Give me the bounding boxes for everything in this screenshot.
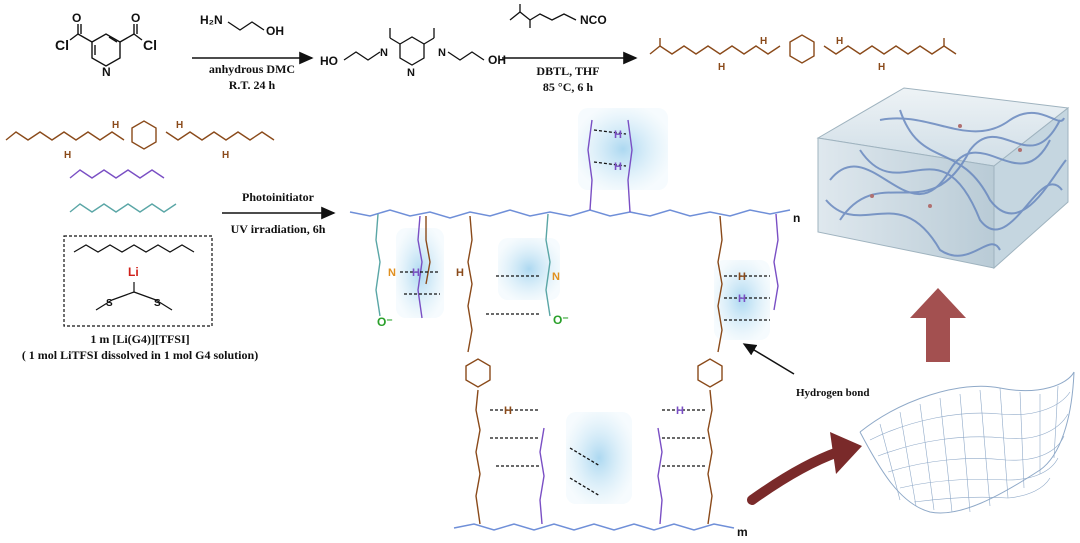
svg-text:N: N [407, 67, 415, 79]
svg-text:H₂N: H₂N [200, 13, 223, 27]
svg-text:O⁻: O⁻ [553, 313, 569, 327]
hbond-glow-regions [396, 108, 770, 504]
zwitterion-side-chains [375, 213, 551, 317]
svg-text:H: H [878, 62, 885, 73]
acrylate-monomer [69, 169, 165, 179]
svg-text:H: H [836, 36, 843, 47]
svg-text:H: H [176, 120, 183, 131]
dichloride-molecule [69, 24, 143, 67]
svg-text:Cl: Cl [55, 37, 69, 53]
svg-text:OH: OH [266, 24, 284, 38]
crosslinker-repeat [5, 120, 275, 150]
li-label: Li [128, 265, 139, 279]
condition-2-top: DBTL, THF [536, 64, 599, 78]
svg-text:Cl: Cl [143, 37, 157, 53]
svg-text:S: S [154, 298, 161, 309]
svg-text:H: H [64, 150, 71, 161]
svg-text:H: H [504, 405, 512, 417]
crosslinker-strands [425, 215, 723, 525]
hbond-label: Hydrogen bond [796, 387, 869, 399]
electrolyte-label-2: ( 1 mol LiTFSI dissolved in 1 mol G4 sol… [22, 348, 258, 362]
svg-text:S: S [106, 298, 113, 309]
svg-text:H: H [614, 129, 622, 141]
condition-2-bottom: 85 °C, 6 h [543, 80, 593, 94]
svg-text:N: N [380, 47, 388, 59]
svg-text:H: H [760, 36, 767, 47]
mesh-illustration [859, 371, 1075, 514]
zwitterion-monomer [69, 203, 177, 213]
up-arrow [910, 288, 966, 362]
svg-text:H: H [614, 161, 622, 173]
hydrogen-bonds [400, 129, 770, 497]
backbone-top [349, 209, 791, 219]
svg-text:N: N [552, 271, 560, 283]
diol-intermediate [343, 28, 485, 66]
svg-text:H: H [738, 293, 746, 305]
hbond-pointer [742, 343, 795, 375]
svg-text:H: H [738, 271, 746, 283]
svg-text:O⁻: O⁻ [377, 315, 393, 329]
isocyanate-structure [509, 4, 577, 28]
subscript-m: m [737, 525, 748, 539]
backbone-bottom [453, 523, 735, 531]
svg-text:H: H [676, 405, 684, 417]
svg-text:H: H [412, 267, 420, 279]
tfsi-structure [95, 282, 173, 311]
crosslinker-product [649, 34, 957, 64]
peg-side-chains [417, 119, 779, 525]
nco-label: NCO [580, 13, 607, 27]
subscript-n: n [793, 211, 800, 225]
electrolyte-box [63, 235, 213, 327]
photoinitiator-label: Photoinitiator [242, 190, 315, 204]
electrolyte-label-1: 1 m [Li(G4)][TFSI] [90, 332, 189, 346]
svg-text:N: N [102, 65, 111, 79]
svg-text:H: H [456, 267, 464, 279]
gel-block-illustration [816, 87, 1070, 270]
svg-text:H: H [112, 120, 119, 131]
svg-text:H: H [222, 150, 229, 161]
svg-text:OH: OH [488, 53, 506, 67]
svg-text:N: N [438, 47, 446, 59]
curved-arrow [747, 447, 843, 505]
condition-1-bottom: R.T. 24 h [229, 78, 276, 92]
svg-text:O: O [72, 11, 81, 25]
network-atoms: H H N N H H H H H H O⁻ O⁻ [377, 129, 746, 417]
uv-label: UV irradiation, 6h [231, 222, 326, 236]
condition-1-top: anhydrous DMC [209, 62, 295, 76]
svg-text:O: O [131, 11, 140, 25]
svg-text:H: H [718, 62, 725, 73]
svg-text:HO: HO [320, 54, 338, 68]
ethanolamine-structure [227, 21, 265, 31]
svg-text:N: N [388, 267, 396, 279]
